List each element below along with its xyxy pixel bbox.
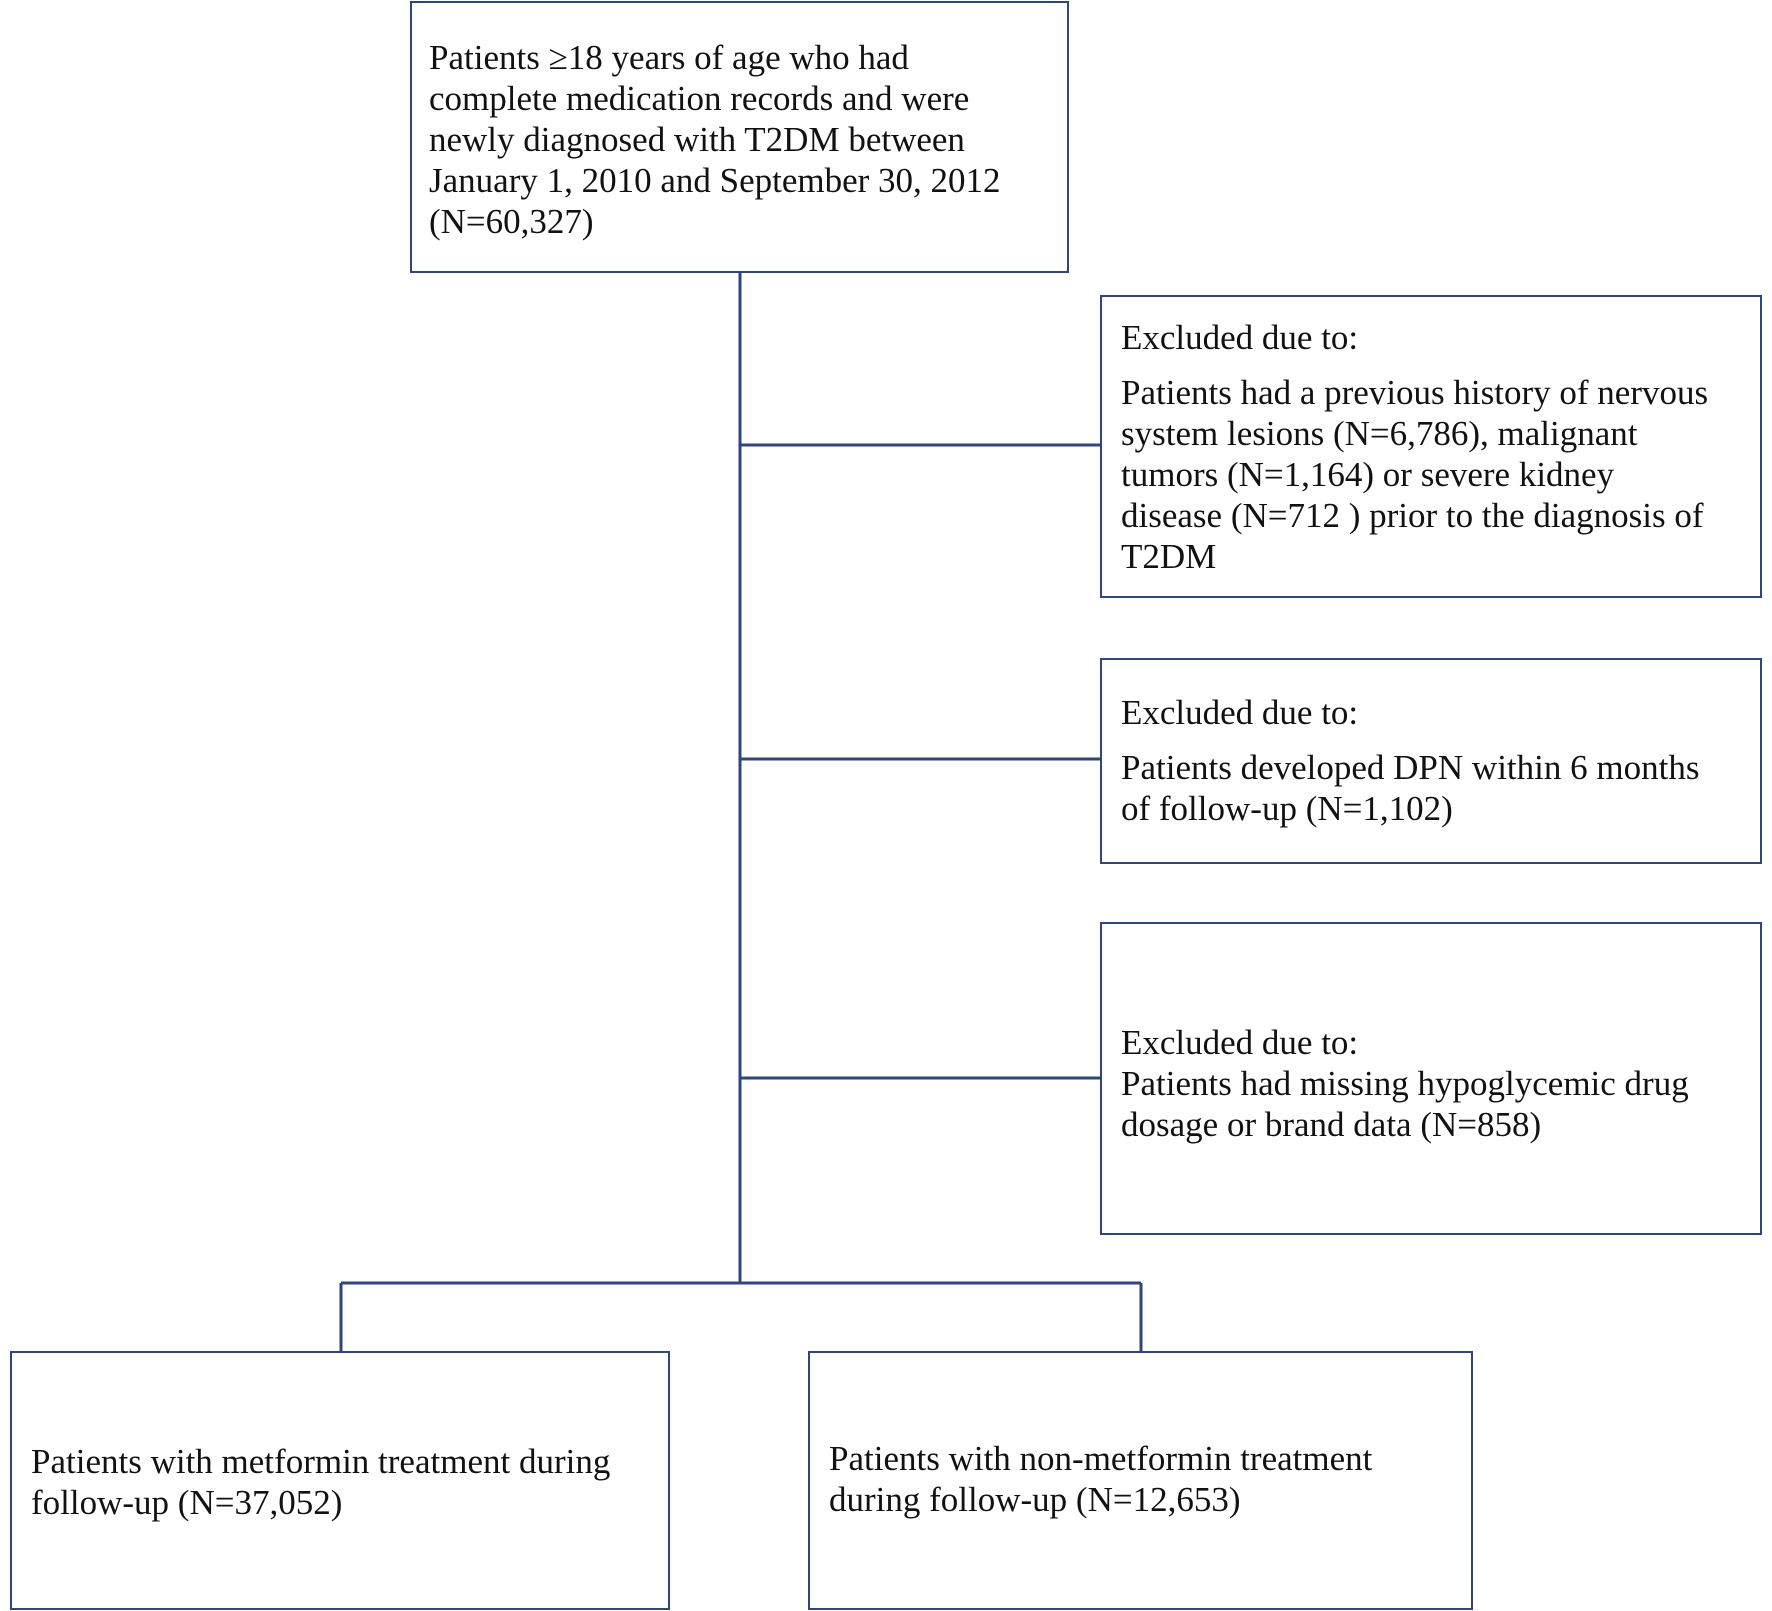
exclusion-heading: Excluded due to: [1121, 1023, 1359, 1062]
exclusion-text: of follow-up (N=1,102) [1121, 789, 1453, 828]
exclusion-text: Patients developed DPN within 6 months [1121, 748, 1700, 787]
exclusion-text: system lesions (N=6,786), malignant [1121, 414, 1638, 453]
non-metformin-group-box: Patients with non-metformin treatment du… [808, 1351, 1473, 1610]
study-population-box: Patients ≥18 years of age who had comple… [410, 1, 1069, 273]
exclusion-box-missing-data: Excluded due to: Patients had missing hy… [1100, 922, 1762, 1235]
exclusion-text: disease (N=712 ) prior to the diagnosis … [1121, 496, 1704, 535]
exclusion-text: tumors (N=1,164) or severe kidney [1121, 455, 1615, 494]
exclusion-text: dosage or brand data (N=858) [1121, 1105, 1542, 1144]
non-metformin-group-count: during follow-up (N=12,653) [829, 1480, 1241, 1519]
exclusion-text: T2DM [1121, 537, 1217, 576]
exclusion-heading: Excluded due to: [1121, 693, 1359, 732]
study-population-count: (N=60,327) [429, 202, 594, 241]
study-population-text: newly diagnosed with T2DM between [429, 120, 965, 159]
non-metformin-group-text: Patients with non-metformin treatment [829, 1439, 1373, 1478]
exclusion-box-early-dpn: Excluded due to: Patients developed DPN … [1100, 658, 1762, 864]
study-population-text: January 1, 2010 and September 30, 2012 [429, 161, 1001, 200]
metformin-group-text: Patients with metformin treatment during [31, 1442, 611, 1481]
exclusion-box-medical-history: Excluded due to: Patients had a previous… [1100, 295, 1762, 598]
exclusion-text: Patients had missing hypoglycemic drug [1121, 1064, 1689, 1103]
study-population-text: Patients ≥18 years of age who had [429, 38, 909, 77]
metformin-group-count: follow-up (N=37,052) [31, 1483, 343, 1522]
study-population-text: complete medication records and were [429, 79, 970, 118]
metformin-group-box: Patients with metformin treatment during… [10, 1351, 670, 1610]
exclusion-text: Patients had a previous history of nervo… [1121, 373, 1709, 412]
exclusion-heading: Excluded due to: [1121, 318, 1359, 357]
